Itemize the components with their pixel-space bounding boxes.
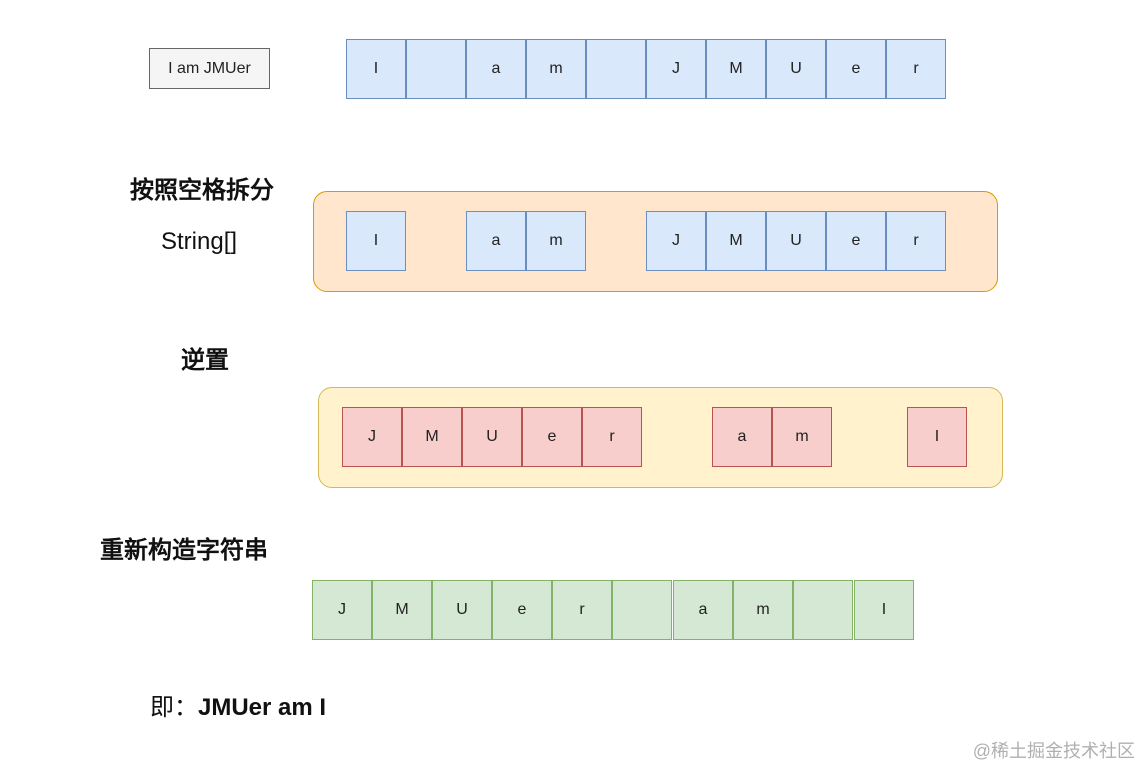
char-cell: U — [432, 580, 492, 640]
char-cell: a — [466, 39, 526, 99]
char-cell: a — [712, 407, 772, 467]
char-cell: m — [526, 39, 586, 99]
char-cell: M — [402, 407, 462, 467]
char-cell: I — [907, 407, 967, 467]
reversed-word-row: J M U e r a m I — [342, 407, 968, 467]
char-cell: r — [552, 580, 612, 640]
char-cell: M — [706, 39, 766, 99]
char-cell: r — [886, 211, 946, 271]
char-cell: J — [646, 39, 706, 99]
char-cell: m — [526, 211, 586, 271]
char-cell: I — [346, 39, 406, 99]
char-cell: U — [462, 407, 522, 467]
char-cell — [586, 39, 646, 99]
split-type-label: String[] — [161, 228, 238, 255]
input-string-box: I am JMUer — [149, 48, 270, 89]
char-cell: I — [346, 211, 406, 271]
reverse-step-label: 逆置 — [181, 345, 229, 374]
char-cell: U — [766, 211, 826, 271]
conclusion-line: 即：JMUer am I — [150, 687, 326, 722]
split-step-label: 按照空格拆分 — [130, 175, 274, 204]
char-cell: U — [766, 39, 826, 99]
char-cell: e — [522, 407, 582, 467]
char-cell: e — [826, 39, 886, 99]
char-cell: I — [854, 580, 914, 640]
char-cell: M — [706, 211, 766, 271]
char-cell — [793, 580, 853, 640]
char-cell: M — [372, 580, 432, 640]
watermark: @稀土掘金技术社区 — [972, 741, 1135, 761]
char-cell: r — [582, 407, 642, 467]
char-cell: e — [826, 211, 886, 271]
split-word-row: I a m J M U e r — [346, 211, 946, 271]
char-cell: J — [312, 580, 372, 640]
char-cell: e — [492, 580, 552, 640]
char-cell — [612, 580, 672, 640]
conclusion-result: JMUer am I — [198, 694, 327, 721]
char-cell: r — [886, 39, 946, 99]
conclusion-prefix: 即： — [150, 693, 198, 721]
char-cell: m — [733, 580, 793, 640]
char-cell: J — [342, 407, 402, 467]
char-cell — [406, 39, 466, 99]
rebuilt-char-row: J M U e r a m I — [312, 580, 914, 640]
char-cell: m — [772, 407, 832, 467]
original-char-row: I a m J M U e r — [346, 39, 946, 99]
char-cell: a — [466, 211, 526, 271]
rebuild-step-label: 重新构造字符串 — [100, 535, 268, 564]
char-cell: a — [673, 580, 733, 640]
char-cell: J — [646, 211, 706, 271]
